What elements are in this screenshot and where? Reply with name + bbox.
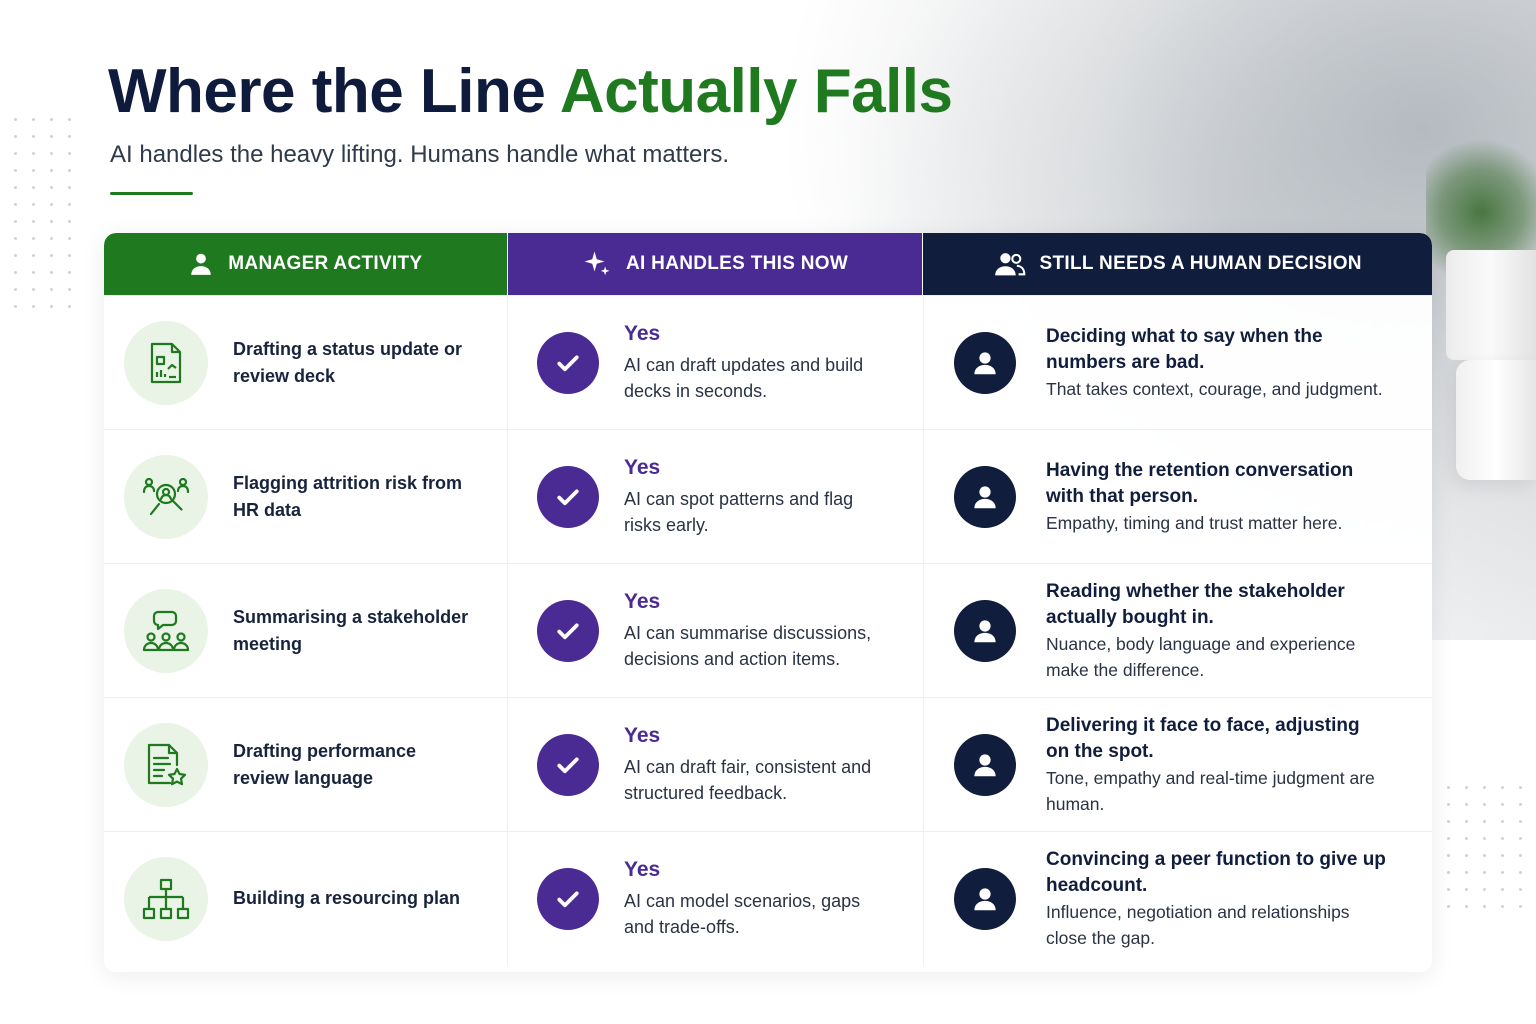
table-header: MANAGER ACTIVITY AI HANDLES THIS NOW STI… xyxy=(104,233,1432,295)
checkmark-icon xyxy=(537,331,599,394)
human-cell: Deciding what to say when the numbers ar… xyxy=(924,296,1432,429)
ai-status: Yes xyxy=(624,456,661,479)
ai-description: AI can draft fair, consistent and struct… xyxy=(624,757,872,803)
human-cell: Delivering it face to face, adjusting on… xyxy=(924,698,1432,831)
mug-decoration xyxy=(1456,360,1536,480)
title-accent: Actually Falls xyxy=(559,57,953,126)
activity-cell: Drafting a status update or review deck xyxy=(104,296,508,429)
ai-cell: Yes AI can model scenarios, gaps and tra… xyxy=(508,832,924,965)
people-icon xyxy=(994,251,1026,277)
page-subtitle: AI handles the heavy lifting. Humans han… xyxy=(110,141,730,168)
column-header-ai: AI HANDLES THIS NOW xyxy=(507,233,923,295)
ai-cell: Yes AI can draft updates and build decks… xyxy=(508,296,924,429)
title-main: Where the Line xyxy=(108,57,560,126)
ai-description: AI can model scenarios, gaps and trade-o… xyxy=(624,891,861,937)
person-icon xyxy=(954,599,1016,662)
human-description: That takes context, courage, and judgmen… xyxy=(1046,378,1383,399)
plant-pot-decoration xyxy=(1446,250,1536,360)
activity-cell: Building a resourcing plan xyxy=(104,832,508,965)
column-header-activity: MANAGER ACTIVITY xyxy=(104,233,507,295)
table-row: Flagging attrition risk from HR data Yes… xyxy=(104,429,1432,563)
ai-description: AI can spot patterns and flag risks earl… xyxy=(624,489,854,535)
human-cell: Reading whether the stakeholder actually… xyxy=(924,564,1432,697)
activity-label: Building a resourcing plan xyxy=(233,888,461,908)
activity-cell: Summarising a stakeholder meeting xyxy=(104,564,508,697)
human-heading: Having the retention conversation with t… xyxy=(1046,459,1354,507)
person-icon xyxy=(954,331,1016,394)
column-header-label: STILL NEEDS A HUMAN DECISION xyxy=(1039,253,1362,274)
activity-label: Drafting a status update or review deck xyxy=(233,338,463,386)
title-underline xyxy=(110,192,193,195)
person-icon xyxy=(954,465,1016,528)
column-header-label: MANAGER ACTIVITY xyxy=(228,253,423,274)
table-row: Summarising a stakeholder meeting Yes AI… xyxy=(104,563,1432,697)
human-heading: Delivering it face to face, adjusting on… xyxy=(1046,714,1360,762)
checkmark-icon xyxy=(537,465,599,528)
activity-label: Flagging attrition risk from HR data xyxy=(233,472,463,520)
human-heading: Deciding what to say when the numbers ar… xyxy=(1046,325,1323,373)
human-heading: Reading whether the stakeholder actually… xyxy=(1046,580,1345,628)
ai-cell: Yes AI can summarise discussions, decisi… xyxy=(508,564,924,697)
human-cell: Convincing a peer function to give up he… xyxy=(924,832,1432,965)
person-icon xyxy=(954,867,1016,930)
group-chat-icon xyxy=(124,588,208,673)
dot-grid-decoration xyxy=(1447,786,1522,908)
document-star-icon xyxy=(124,722,208,807)
ai-status: Yes xyxy=(624,590,661,613)
dot-grid-decoration xyxy=(14,118,71,308)
document-chart-icon xyxy=(124,320,208,405)
sparkle-icon xyxy=(582,249,612,279)
ai-cell: Yes AI can draft fair, consistent and st… xyxy=(508,698,924,831)
checkmark-icon xyxy=(537,733,599,796)
page-title: Where the Line Actually Falls xyxy=(108,56,953,127)
activity-label: Drafting performance review language xyxy=(233,740,417,788)
table-row: Drafting a status update or review deck … xyxy=(104,295,1432,429)
human-description: Influence, negotiation and relationships… xyxy=(1046,901,1350,948)
org-chart-icon xyxy=(124,856,208,941)
checkmark-icon xyxy=(537,867,599,930)
comparison-table: MANAGER ACTIVITY AI HANDLES THIS NOW STI… xyxy=(104,233,1432,972)
human-cell: Having the retention conversation with t… xyxy=(924,430,1432,563)
person-icon xyxy=(954,733,1016,796)
human-description: Empathy, timing and trust matter here. xyxy=(1046,512,1343,533)
human-heading: Convincing a peer function to give up he… xyxy=(1046,848,1386,896)
ai-description: AI can draft updates and build decks in … xyxy=(624,355,864,401)
ai-status: Yes xyxy=(624,858,661,881)
checkmark-icon xyxy=(537,599,599,662)
people-magnifier-icon xyxy=(124,454,208,539)
ai-description: AI can summarise discussions, decisions … xyxy=(624,623,872,669)
human-description: Nuance, body language and experience mak… xyxy=(1046,633,1356,680)
ai-status: Yes xyxy=(624,322,661,345)
column-header-human: STILL NEEDS A HUMAN DECISION xyxy=(923,233,1432,295)
human-description: Tone, empathy and real-time judgment are… xyxy=(1046,767,1375,814)
activity-cell: Drafting performance review language xyxy=(104,698,508,831)
activity-cell: Flagging attrition risk from HR data xyxy=(104,430,508,563)
table-row: Drafting performance review language Yes… xyxy=(104,697,1432,831)
person-icon xyxy=(188,251,214,277)
activity-label: Summarising a stakeholder meeting xyxy=(233,606,469,654)
ai-cell: Yes AI can spot patterns and flag risks … xyxy=(508,430,924,563)
ai-status: Yes xyxy=(624,724,661,747)
table-row: Building a resourcing plan Yes AI can mo… xyxy=(104,831,1432,965)
column-header-label: AI HANDLES THIS NOW xyxy=(626,253,849,274)
